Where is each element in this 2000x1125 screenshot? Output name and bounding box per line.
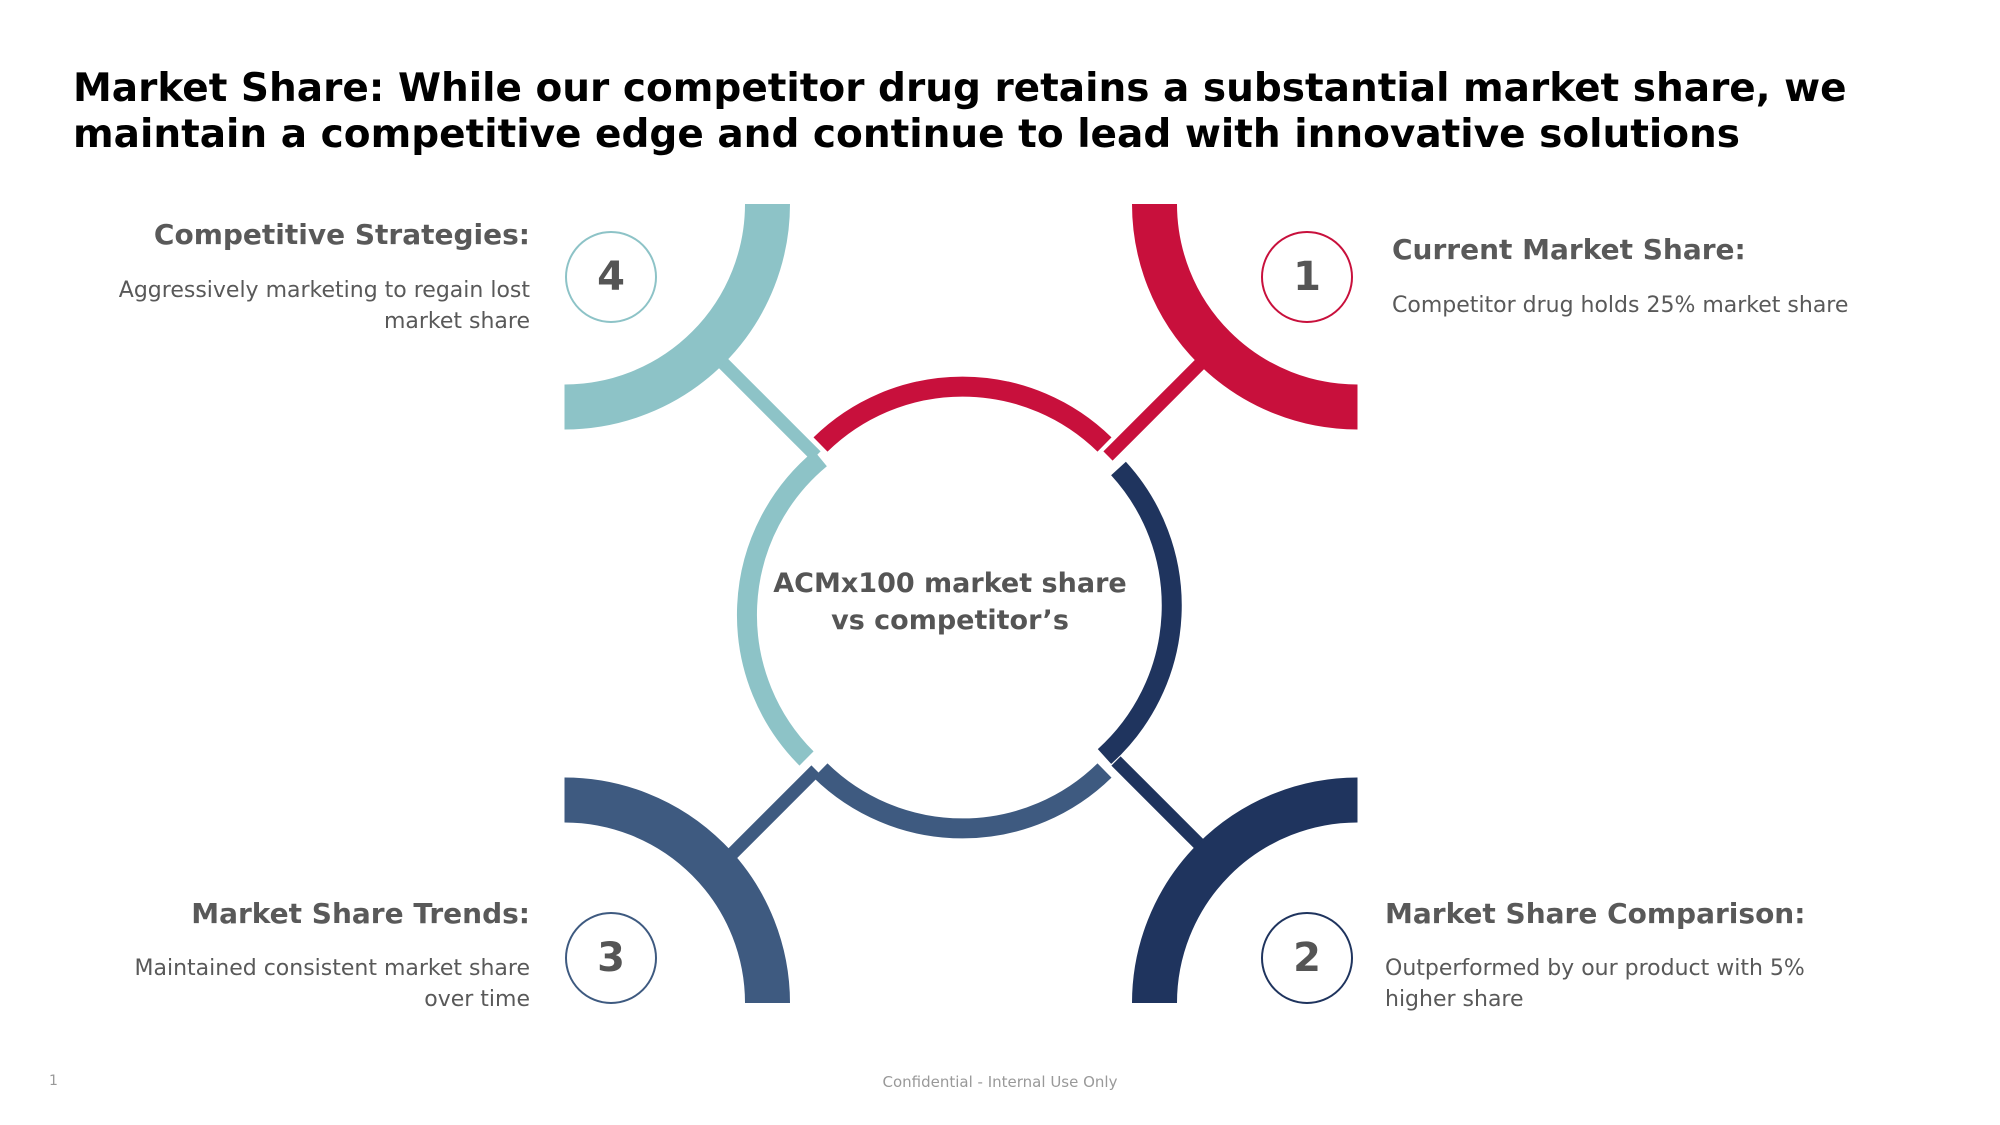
connector-3 <box>718 765 821 868</box>
ring-segment-2 <box>1097 461 1182 764</box>
connector-4 <box>709 349 821 461</box>
ring-segment-1 <box>813 376 1112 452</box>
step-4-number-badge: 4 <box>565 231 657 323</box>
step-1-description: Competitor drug holds 25% market share <box>1392 293 1849 318</box>
connector-2 <box>1111 756 1217 862</box>
step-3-description: Maintained consistent market share over … <box>134 956 530 1012</box>
step-4-title: Competitive Strategies: <box>153 218 530 251</box>
step-1-number-badge: 1 <box>1261 231 1353 323</box>
step-1-title: Current Market Share: <box>1392 233 1746 266</box>
ring-segment-4 <box>736 450 827 766</box>
outer-arc-1 <box>1132 203 1358 430</box>
connector-1 <box>1103 347 1217 461</box>
outer-arc-2 <box>1132 777 1358 1004</box>
center-label: ACMx100 market share vs competitor’s <box>773 568 1127 636</box>
step-3-title: Market Share Trends: <box>191 897 530 930</box>
step-4-description: Aggressively marketing to regain lost ma… <box>118 278 530 334</box>
ring-segment-3 <box>813 763 1112 839</box>
slide-title: Market Share: While our competitor drug … <box>73 66 1847 157</box>
page-number: 1 <box>49 1073 58 1089</box>
step-2-description: Outperformed by our product with 5% high… <box>1385 956 1805 1012</box>
outer-arc-3 <box>564 777 790 1004</box>
step-3-number-badge: 3 <box>565 912 657 1004</box>
outer-arc-4 <box>564 203 790 430</box>
confidential-footer: Confidential - Internal Use Only <box>882 1073 1118 1091</box>
step-2-title: Market Share Comparison: <box>1385 897 1806 930</box>
step-2-number-badge: 2 <box>1261 912 1353 1004</box>
